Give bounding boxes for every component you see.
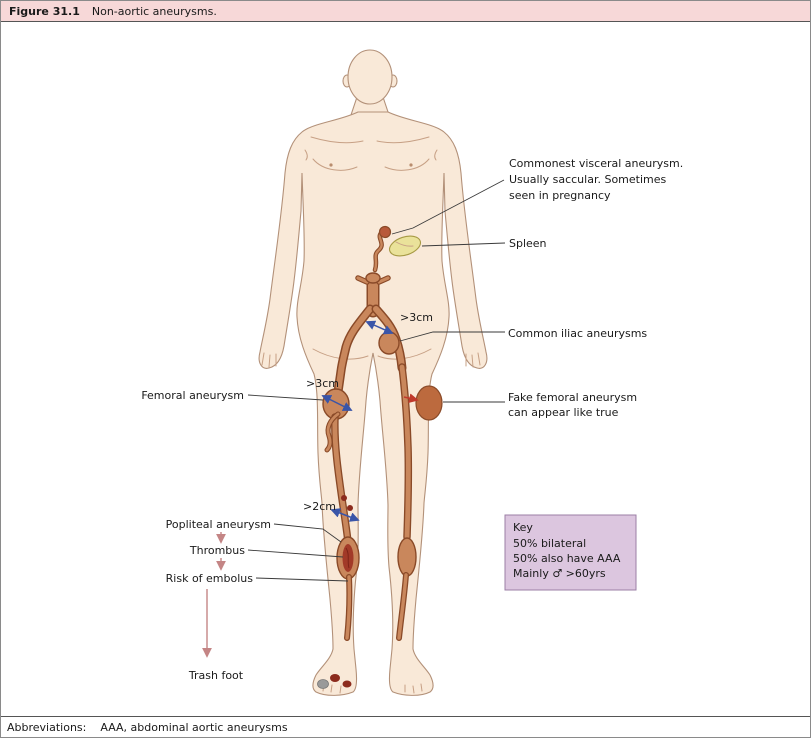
risk-of-embolus-leader bbox=[255, 577, 349, 582]
gray-toe-patch bbox=[317, 679, 329, 689]
common-iliac-aneurysm-bulge bbox=[378, 331, 400, 355]
splenic-artery-aneurysm bbox=[378, 225, 392, 239]
figure-title: Non-aortic aneurysms. bbox=[91, 4, 217, 18]
label-trash-foot: Trash foot bbox=[188, 669, 244, 682]
label-femoral-size: >3cm bbox=[306, 377, 339, 390]
torso-and-limbs bbox=[258, 111, 488, 696]
right-popliteal-bulge bbox=[397, 537, 417, 577]
annotation-labels: Commonest visceral aneurysm. Usually sac… bbox=[141, 157, 683, 682]
label-popliteal-size: >2cm bbox=[303, 500, 336, 513]
key-line-bilateral: 50% bilateral bbox=[513, 537, 586, 550]
label-fake-femoral-line2: can appear like true bbox=[508, 406, 619, 419]
label-femoral: Femoral aneurysm bbox=[141, 389, 244, 402]
key-title: Key bbox=[513, 521, 533, 534]
embolus-spot-lower bbox=[347, 505, 353, 511]
label-fake-femoral-line1: Fake femoral aneurysm bbox=[508, 391, 637, 404]
spleen-leader bbox=[421, 242, 506, 247]
fake-femoral-aneurysm-mass bbox=[415, 385, 443, 421]
arterial-system bbox=[317, 225, 443, 689]
label-iliac-size: >3cm bbox=[400, 311, 433, 324]
label-thrombus: Thrombus bbox=[189, 544, 245, 557]
measurement-arrows bbox=[321, 320, 419, 522]
right-tibial bbox=[397, 573, 408, 640]
label-popliteal: Popliteal aneurysm bbox=[166, 518, 271, 531]
visceral-leader bbox=[391, 179, 505, 235]
profunda-branch bbox=[325, 412, 340, 452]
trash-foot-patch-1 bbox=[330, 674, 340, 682]
abbreviations-label: Abbreviations: bbox=[7, 720, 87, 734]
iliac-size-arrow bbox=[365, 320, 394, 335]
label-visceral-line1: Commonest visceral aneurysm. bbox=[509, 157, 683, 170]
fake-femoral-pulsation-arrow bbox=[403, 393, 419, 403]
body-detail-lines bbox=[261, 136, 481, 694]
abbreviations-text: AAA, abdominal aortic aneurysms bbox=[100, 720, 288, 734]
label-visceral-line2: Usually saccular. Sometimes bbox=[509, 173, 667, 186]
flow-arrows bbox=[202, 532, 226, 658]
aorta-top bbox=[365, 272, 381, 284]
popliteal-size-arrow bbox=[330, 508, 360, 522]
body-silhouette bbox=[258, 49, 488, 696]
head bbox=[347, 49, 393, 105]
trash-foot-patch-2 bbox=[342, 680, 352, 688]
left-iliac-femoral bbox=[335, 306, 373, 395]
thrombus-leader bbox=[247, 549, 344, 558]
femoral-size-arrow bbox=[321, 395, 353, 411]
key-line-aaa: 50% also have AAA bbox=[513, 552, 621, 565]
abbreviations-bar: Abbreviations: AAA, abdominal aortic ane… bbox=[1, 716, 810, 737]
figure-header-bar: Figure 31.1 Non-aortic aneurysms. bbox=[1, 1, 810, 22]
key-box: Key 50% bilateral 50% also have AAA Main… bbox=[504, 514, 637, 591]
femoral-leader bbox=[247, 394, 324, 401]
popliteal-leader bbox=[273, 523, 342, 543]
key-line-demographics: Mainly ♂ >60yrs bbox=[513, 567, 606, 580]
leader-lines bbox=[247, 179, 506, 582]
label-common-iliac: Common iliac aneurysms bbox=[508, 327, 647, 340]
embolus-spot-upper bbox=[341, 495, 347, 501]
label-risk-of-embolus: Risk of embolus bbox=[166, 572, 254, 585]
common-iliac-leader bbox=[399, 331, 505, 342]
label-spleen: Spleen bbox=[509, 237, 547, 250]
left-tibial bbox=[345, 575, 352, 640]
right-superficial-femoral bbox=[399, 364, 411, 540]
label-visceral-line3: seen in pregnancy bbox=[509, 189, 611, 202]
key-box-background bbox=[504, 514, 637, 591]
figure-number: Figure 31.1 bbox=[9, 4, 80, 18]
